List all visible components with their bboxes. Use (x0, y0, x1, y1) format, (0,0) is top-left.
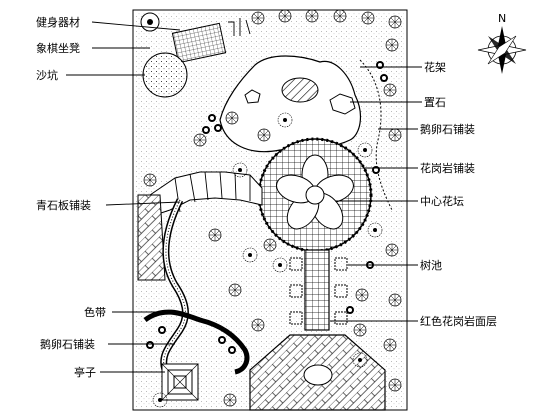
label-granite: 花岗岩铺装 (420, 161, 475, 175)
label-bluestone: 青石板铺装 (36, 198, 91, 212)
label-colorband: 色带 (84, 305, 106, 319)
label-trellis: 花架 (424, 61, 446, 74)
label-sandpit: 沙坑 (36, 68, 58, 82)
left-labels: 健身器材 象棋坐凳 沙坑 青石板铺装 色带 鹅卵石铺装 亭子 (36, 15, 181, 379)
upper-lawn-island (219, 55, 362, 153)
granite-path (304, 249, 330, 331)
label-pebble-left: 鹅卵石铺装 (40, 337, 95, 351)
label-flowerbed: 中心花坛 (420, 195, 464, 208)
label-chess: 象棋坐凳 (36, 41, 80, 55)
fitness-equipment-area (171, 18, 251, 64)
label-redgranite: 红色花岗岩面层 (420, 314, 497, 328)
color-band (143, 309, 250, 375)
label-pavilion: 亭子 (74, 365, 96, 379)
north-label: N (498, 12, 506, 25)
pavilion (161, 363, 199, 401)
sandpit (142, 52, 188, 98)
label-pebble-right: 鹅卵石铺装 (420, 122, 475, 136)
label-fitness: 健身器材 (36, 15, 80, 29)
label-treepool: 树池 (420, 258, 442, 272)
central-flowerbed (276, 154, 354, 230)
chess-seat (140, 12, 160, 32)
tree-pools (289, 257, 348, 325)
trellis (281, 77, 319, 103)
north-arrow: N (477, 12, 527, 74)
right-labels: 花架 置石 鹅卵石铺装 花岗岩铺装 中心花坛 树池 红色花岗岩面层 (330, 61, 497, 328)
rock-cluster (244, 89, 356, 115)
label-rock: 置石 (424, 96, 446, 109)
pebble-paving-right (359, 59, 393, 211)
